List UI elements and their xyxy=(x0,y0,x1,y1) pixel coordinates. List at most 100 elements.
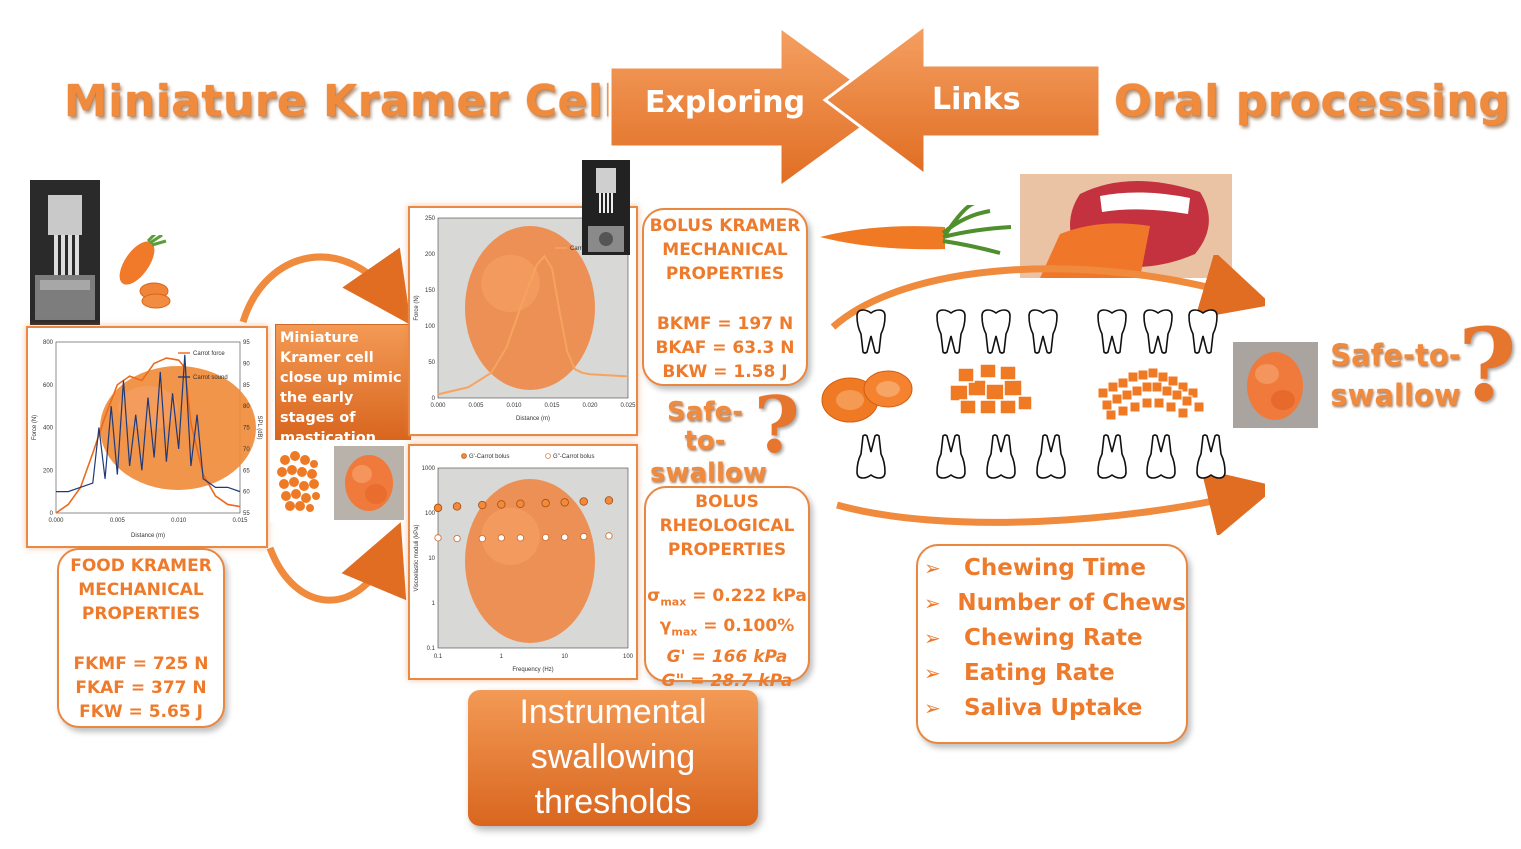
legend-label-force: Carrot force xyxy=(193,351,225,357)
scatter-point-g-prime xyxy=(452,502,462,511)
y-tick-label: 10 xyxy=(428,556,435,562)
instrumental-line-3: thresholds xyxy=(534,783,692,821)
tooth-outline xyxy=(986,434,1016,479)
arrow-bullet-icon: ➢ xyxy=(924,695,941,720)
y-tick-label: 250 xyxy=(425,216,436,222)
legend-marker-g-prime xyxy=(461,453,467,459)
bolus-mech-title-2: MECHANICAL xyxy=(662,240,788,260)
lower-tooth-icon xyxy=(856,434,886,479)
lower-tooth-icon xyxy=(1146,434,1176,479)
tooth-outline xyxy=(981,309,1011,354)
bolus-rheo-title-1: BOLUS xyxy=(695,492,759,512)
series-line-carrot-sound xyxy=(56,354,241,493)
x-tick-label: 0.1 xyxy=(434,654,443,660)
x-axis-label: Distance (m) xyxy=(516,416,550,422)
tooth-outline xyxy=(856,434,886,479)
x-tick-label: 0.000 xyxy=(430,403,446,409)
tooth-outline xyxy=(936,434,966,479)
x-tick-label: 0.005 xyxy=(110,518,126,524)
kramer-cell-description-text: Miniature Kramer cell close up mimic the… xyxy=(280,330,402,446)
food-props-title-2: MECHANICAL xyxy=(78,580,204,600)
scatter-point-g-prime xyxy=(541,498,550,508)
legend-label-g-prime: G'-Carrot bolus xyxy=(469,454,510,460)
list-item-number-of-chews: ➢Number of Chews xyxy=(918,585,1186,620)
y-tick-label: 200 xyxy=(425,252,436,258)
instrumental-thresholds-box: Instrumental swallowing thresholds xyxy=(468,690,758,826)
x-tick-label: 0.020 xyxy=(582,403,598,409)
y2-tick-label: 80 xyxy=(243,404,250,410)
x-tick-label: 0.005 xyxy=(468,403,484,409)
arrow-bullet-icon: ➢ xyxy=(924,660,941,685)
carrot-round-slices-image xyxy=(821,370,913,423)
arrow-bullet-icon: ➢ xyxy=(924,590,941,615)
x-axis-label: Distance (m) xyxy=(131,533,165,539)
y-tick-label: 0 xyxy=(432,396,436,402)
arrow-label-exploring: Exploring xyxy=(645,85,806,120)
exploring-links-arrows xyxy=(608,25,1102,190)
question-mark-middle: ? xyxy=(754,380,800,471)
y2-tick-label: 60 xyxy=(243,490,250,496)
x-tick-label: 10 xyxy=(561,654,568,660)
tooth-outline xyxy=(1028,309,1058,354)
x-tick-label: 0.010 xyxy=(171,518,187,524)
tooth-outline xyxy=(1036,434,1066,479)
x-tick-label: 0.010 xyxy=(506,403,522,409)
x-tick-label: 0.015 xyxy=(232,518,248,524)
x-axis-label: Frequency (Hz) xyxy=(512,667,553,673)
bolus-rheo-title-2: RHEOLOGICAL xyxy=(659,516,795,536)
x-tick-label: 0.025 xyxy=(620,403,636,409)
arrow-label-links: Links xyxy=(932,82,1021,117)
legend-label-sound: Carrot sound xyxy=(193,375,228,381)
bkmf-value: BKMF = 197 N xyxy=(656,314,794,334)
tooth-outline xyxy=(1146,434,1176,479)
food-kramer-properties-box: FOOD KRAMER MECHANICAL PROPERTIES FKMF =… xyxy=(57,548,225,728)
tooth-outline xyxy=(1143,309,1173,354)
title-miniature-kramer-cell: Miniature Kramer Cell xyxy=(64,76,620,127)
series-line-carrot-force xyxy=(55,357,241,514)
y-tick-label: 0 xyxy=(50,511,54,517)
list-item-chewing-rate: ➢Chewing Rate xyxy=(918,620,1186,655)
scatter-point-g-prime xyxy=(497,500,506,509)
tooth-outline xyxy=(856,309,886,354)
y-tick-label: 200 xyxy=(43,468,54,474)
oral-processing-list-box: ➢Chewing Time ➢Number of Chews ➢Chewing … xyxy=(916,544,1188,744)
carrot-cubes-image xyxy=(949,363,1033,415)
y-axis-label: Force (N) xyxy=(414,295,420,320)
carrot-slices-image xyxy=(119,235,171,309)
y-tick-label: 50 xyxy=(428,360,435,366)
x-tick-label: 100 xyxy=(623,654,634,660)
y-tick-label: 100 xyxy=(425,324,436,330)
upper-tooth-icon xyxy=(1143,309,1173,354)
sigma-max-value: σmax = 0.222 kPa xyxy=(647,586,807,609)
scatter-point-g-prime xyxy=(516,499,525,509)
safe-to-swallow-right: Safe-to- swallow xyxy=(1328,339,1463,412)
list-item-eating-rate: ➢Eating Rate xyxy=(918,655,1186,690)
scatter-point-g-double-prime xyxy=(478,534,486,543)
upper-tooth-icon xyxy=(1097,309,1127,354)
x-tick-label: 0.000 xyxy=(48,518,64,524)
list-item-chewing-time: ➢Chewing Time xyxy=(918,550,1186,585)
kramer-cell-device-image-small xyxy=(582,160,630,255)
y-tick-label: 100 xyxy=(425,511,436,517)
y-tick-label: 600 xyxy=(43,383,54,389)
scatter-point-g-prime xyxy=(579,497,588,506)
scatter-point-g-double-prime xyxy=(580,532,588,541)
kramer-cell-device-image xyxy=(30,180,100,325)
scatter-point-g-double-prime xyxy=(561,533,569,541)
y2-tick-label: 55 xyxy=(243,511,250,517)
safe-to-swallow-middle: Safe-to- swallow xyxy=(650,397,767,488)
tooth-outline xyxy=(1188,309,1218,354)
y2-tick-label: 70 xyxy=(243,447,250,453)
bolus-rheo-title-3: PROPERTIES xyxy=(667,540,787,560)
upper-tooth-icon xyxy=(1188,309,1218,354)
y-tick-label: 800 xyxy=(43,340,54,346)
bolus-kramer-properties-box: BOLUS KRAMER MECHANICAL PROPERTIES BKMF … xyxy=(642,208,808,386)
lower-tooth-icon xyxy=(1097,434,1127,479)
gamma-max-value: γmax = 0.100% xyxy=(659,616,795,639)
x-tick-label: 0.015 xyxy=(544,403,560,409)
safe-line-1: Safe-to- xyxy=(666,397,743,456)
legend-marker-g-double-prime xyxy=(545,453,551,459)
y-tick-label: 1 xyxy=(432,601,436,607)
fkaf-value: FKAF = 377 N xyxy=(75,678,207,698)
upper-tooth-icon xyxy=(856,309,886,354)
